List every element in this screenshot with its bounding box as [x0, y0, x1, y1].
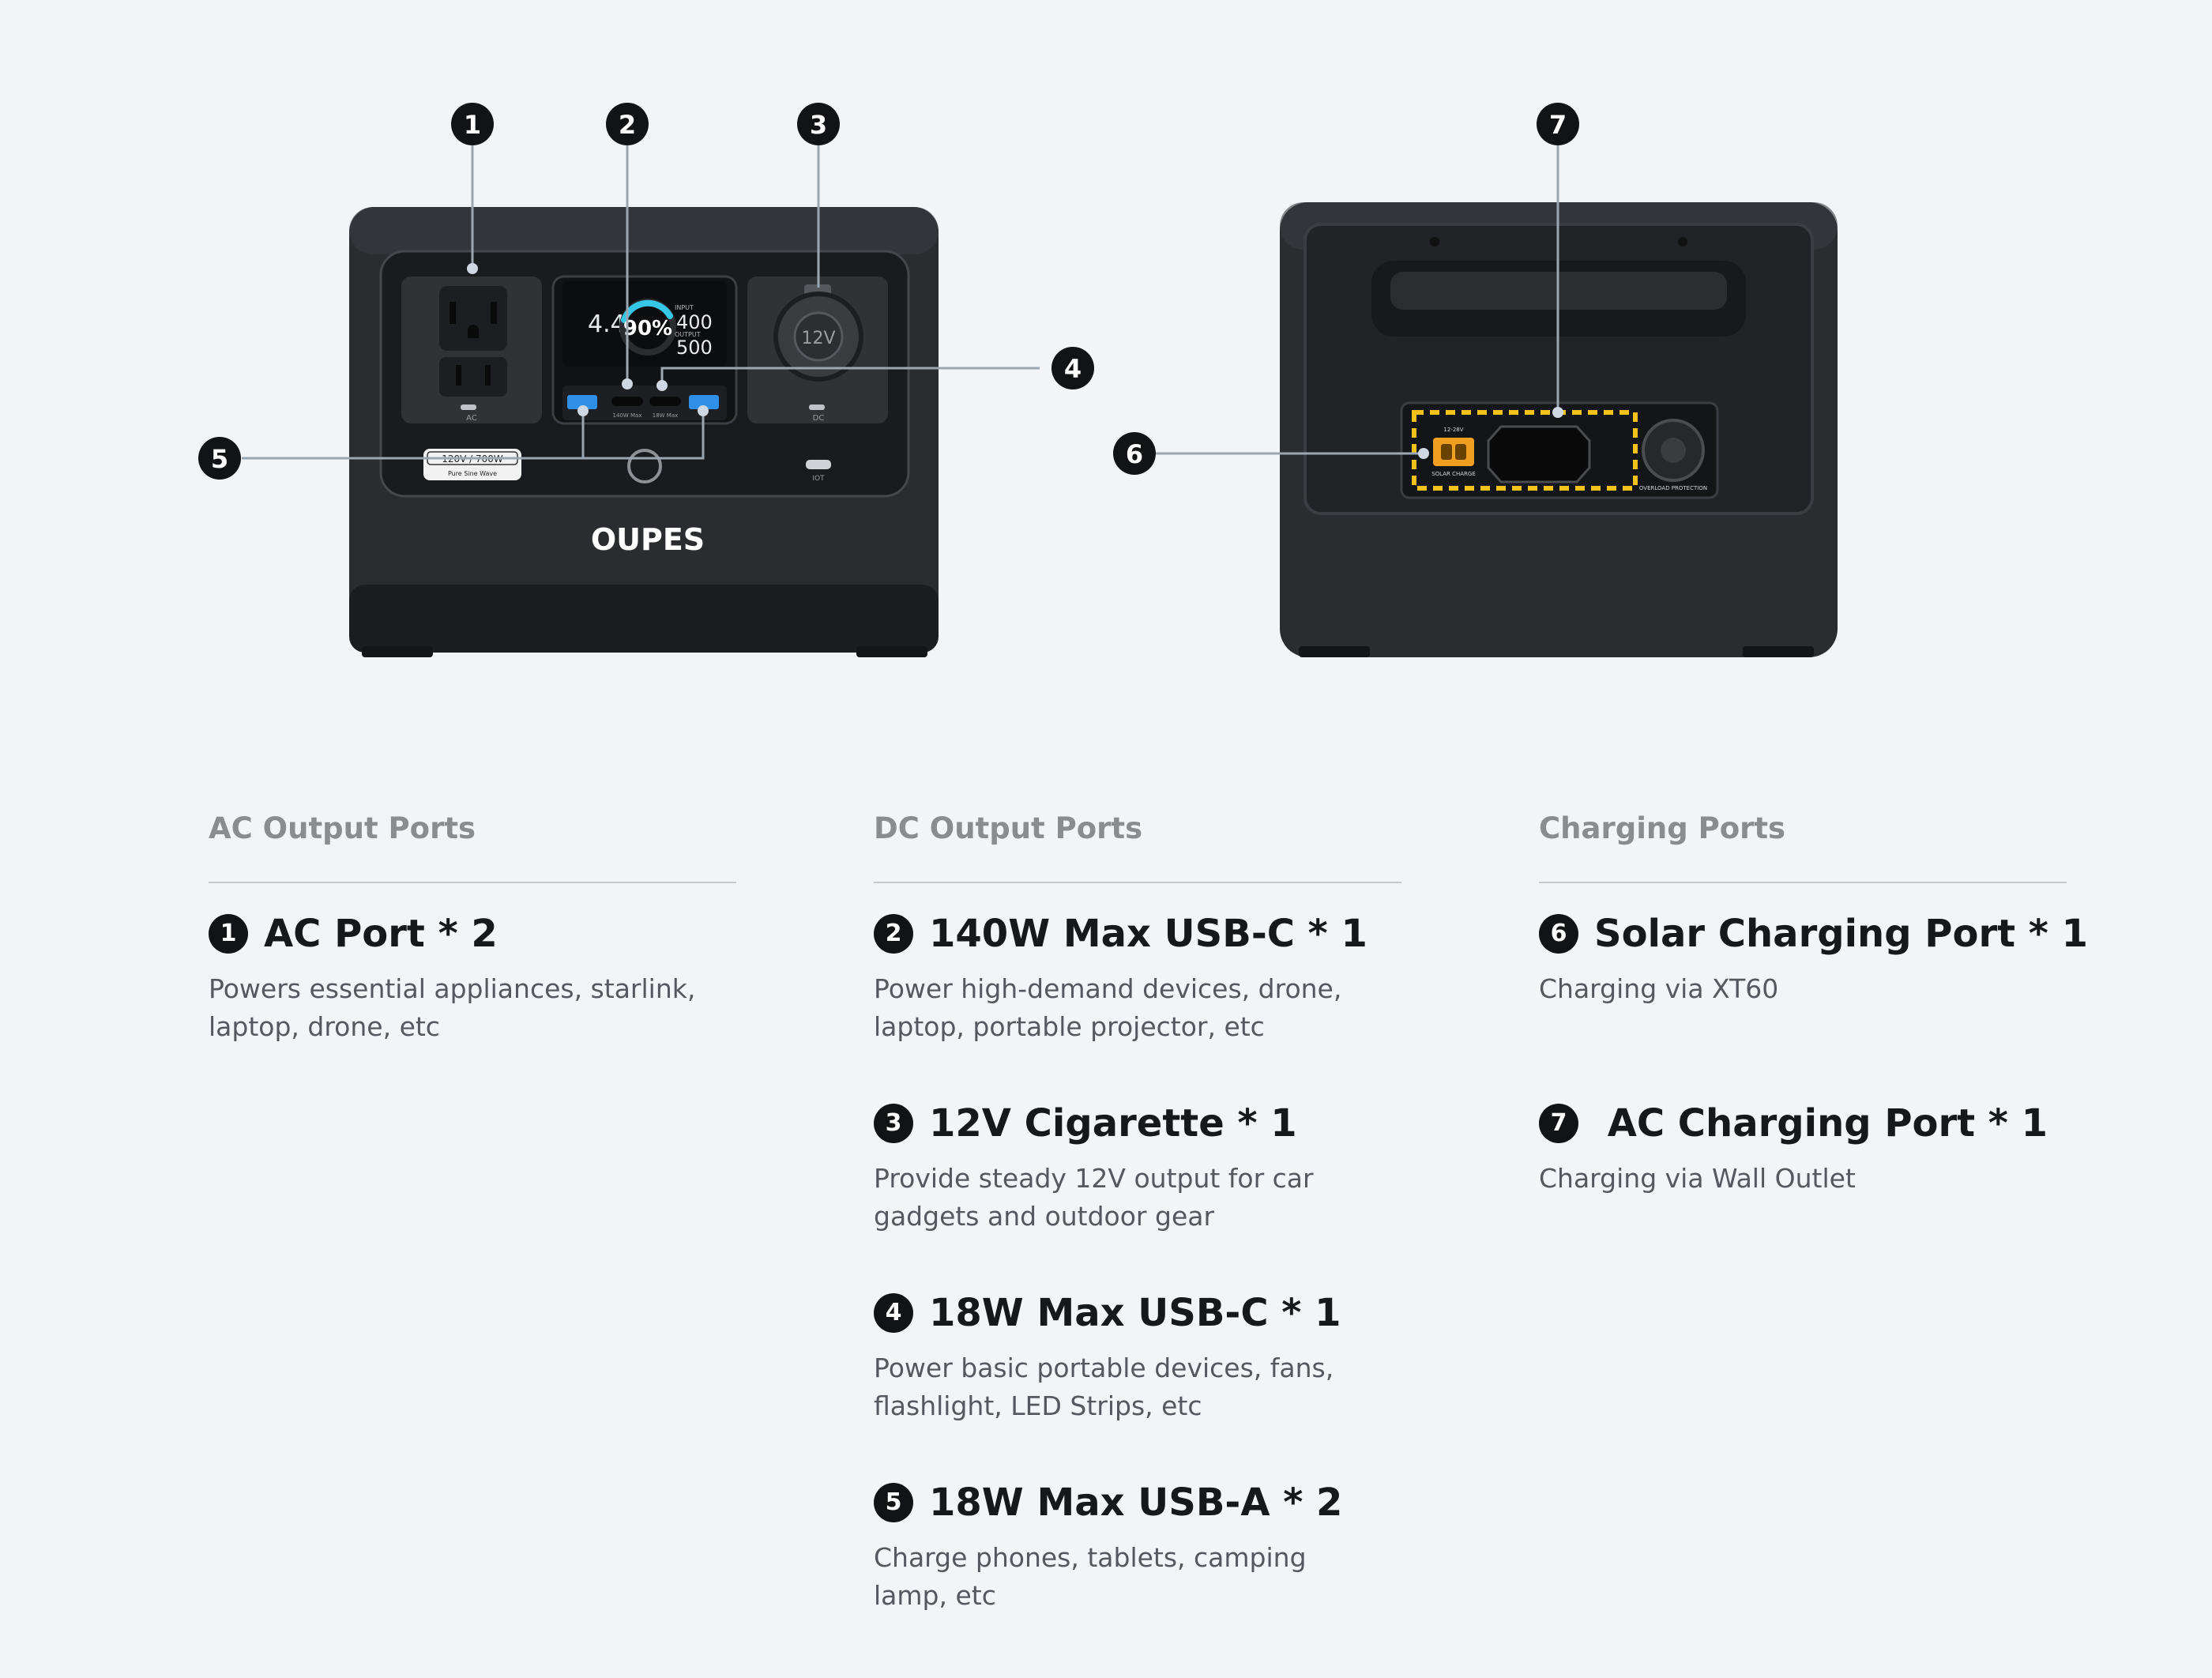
- item-title: 18W Max USB-C * 1: [929, 1291, 1341, 1335]
- port-item-solar-charging: 6 Solar Charging Port * 1 Charging via X…: [1539, 909, 2092, 1008]
- usb-a-port-left: [567, 395, 597, 409]
- svg-text:1: 1: [464, 110, 481, 140]
- item-title: 12V Cigarette * 1: [929, 1101, 1297, 1146]
- item-title: 18W Max USB-A * 2: [929, 1480, 1343, 1525]
- dc-label: DC: [813, 414, 825, 423]
- number-badge: 1: [209, 914, 248, 954]
- lcd-output-label: OUTPUT: [675, 331, 701, 338]
- callout-5: 5: [198, 437, 241, 480]
- item-description: Power basic portable devices, fans, flas…: [874, 1353, 1334, 1421]
- callout-6: 6: [1113, 432, 1156, 475]
- svg-text:2: 2: [619, 110, 636, 140]
- solar-label: SOLAR CHARGE: [1431, 471, 1476, 477]
- iot-indicator: [806, 460, 831, 469]
- svg-text:5: 5: [211, 444, 228, 474]
- item-description: Charge phones, tablets, camping lamp, et…: [874, 1542, 1307, 1611]
- number-badge: 4: [874, 1293, 913, 1333]
- item-description: Powers essential appliances, starlink, l…: [209, 973, 696, 1042]
- callout-7: 7: [1537, 103, 1579, 145]
- port-item-18w-usb-c: 4 18W Max USB-C * 1 Power basic portable…: [874, 1288, 1427, 1425]
- item-description: Power high-demand devices, drone, laptop…: [874, 973, 1342, 1042]
- device-illustrations: AC 4.4 90% INPUT 400 OUTPUT 500 140W Max…: [198, 103, 1838, 657]
- column-header: Charging Ports: [1539, 806, 2067, 883]
- number-badge: 6: [1539, 914, 1578, 954]
- overload-label: OVERLOAD PROTECTION: [1639, 485, 1707, 491]
- svg-text:3: 3: [810, 110, 827, 140]
- callout-4: 4: [1051, 347, 1094, 389]
- usb-c-140-label: 140W Max: [613, 412, 642, 419]
- cigarette-label: 12V: [801, 329, 835, 348]
- svg-text:6: 6: [1126, 439, 1143, 469]
- callout-2: 2: [606, 103, 649, 145]
- usb-a-port-right: [689, 395, 719, 409]
- usb-port-row: [562, 386, 727, 420]
- svg-text:4: 4: [1064, 354, 1082, 384]
- column-ac-output: AC Output Ports 1 AC Port * 2 Powers ess…: [209, 806, 736, 1042]
- power-button[interactable]: [627, 449, 662, 483]
- item-title: Solar Charging Port * 1: [1594, 912, 2088, 956]
- ac-outlet-2: [439, 357, 507, 397]
- ac-wave-text: Pure Sine Wave: [448, 470, 497, 477]
- column-header: DC Output Ports: [874, 806, 1401, 883]
- ac-label: AC: [466, 414, 477, 423]
- callout-1: 1: [451, 103, 494, 145]
- callout-3: 3: [797, 103, 840, 145]
- ac-charging-inlet: [1487, 425, 1591, 483]
- column-charging: Charging Ports 6 Solar Charging Port * 1…: [1539, 806, 2088, 1194]
- number-badge: 2: [874, 914, 913, 954]
- callout-endpoints: [467, 263, 1563, 459]
- port-item-140w-usb-c: 2 140W Max USB-C * 1 Power high-demand d…: [874, 909, 1427, 1046]
- brand-logo: OUPES: [591, 522, 705, 557]
- lcd-output-value: 500: [676, 337, 713, 359]
- item-description: Charging via XT60: [1539, 973, 1779, 1004]
- item-title: AC Charging Port * 1: [1594, 1101, 2048, 1146]
- usb-c-port-18w: [649, 397, 681, 406]
- item-description: Charging via Wall Outlet: [1539, 1163, 1856, 1194]
- number-badge: 5: [874, 1483, 913, 1522]
- item-title: AC Port * 2: [264, 912, 498, 956]
- usb-c-18-label: 18W Max: [653, 412, 679, 419]
- warning-stripe-frame: [1412, 410, 1638, 491]
- callout-lines: [242, 145, 1559, 460]
- ac-outlet-1: [439, 286, 507, 351]
- lcd-input-value: 400: [676, 311, 713, 333]
- svg-text:7: 7: [1549, 110, 1567, 140]
- xt60-port: [1433, 438, 1474, 466]
- port-item-12v-cigarette: 3 12V Cigarette * 1 Provide steady 12V o…: [874, 1098, 1427, 1236]
- port-item-ac-port: 1 AC Port * 2 Powers essential appliance…: [209, 909, 762, 1046]
- port-item-18w-usb-a: 5 18W Max USB-A * 2 Charge phones, table…: [874, 1477, 1427, 1615]
- column-header: AC Output Ports: [209, 806, 736, 883]
- port-item-ac-charging: 7 AC Charging Port * 1 Charging via Wall…: [1539, 1098, 2092, 1198]
- front-device: AC 4.4 90% INPUT 400 OUTPUT 500 140W Max…: [349, 207, 939, 657]
- iot-label: IOT: [812, 475, 825, 483]
- usb-c-port-140w: [611, 397, 643, 406]
- lcd-screen: [562, 281, 727, 367]
- item-description: Provide steady 12V output for car gadget…: [874, 1163, 1314, 1232]
- lcd-percent: 90%: [623, 317, 672, 340]
- item-title: 140W Max USB-C * 1: [929, 912, 1367, 956]
- lcd-left-value: 4.4: [588, 310, 626, 338]
- solar-voltage: 12-28V: [1443, 427, 1463, 433]
- number-badge: 3: [874, 1104, 913, 1143]
- number-badge: 7: [1539, 1104, 1578, 1143]
- column-dc-output: DC Output Ports 2 140W Max USB-C * 1 Pow…: [874, 806, 1401, 1611]
- lcd-input-label: INPUT: [675, 304, 694, 311]
